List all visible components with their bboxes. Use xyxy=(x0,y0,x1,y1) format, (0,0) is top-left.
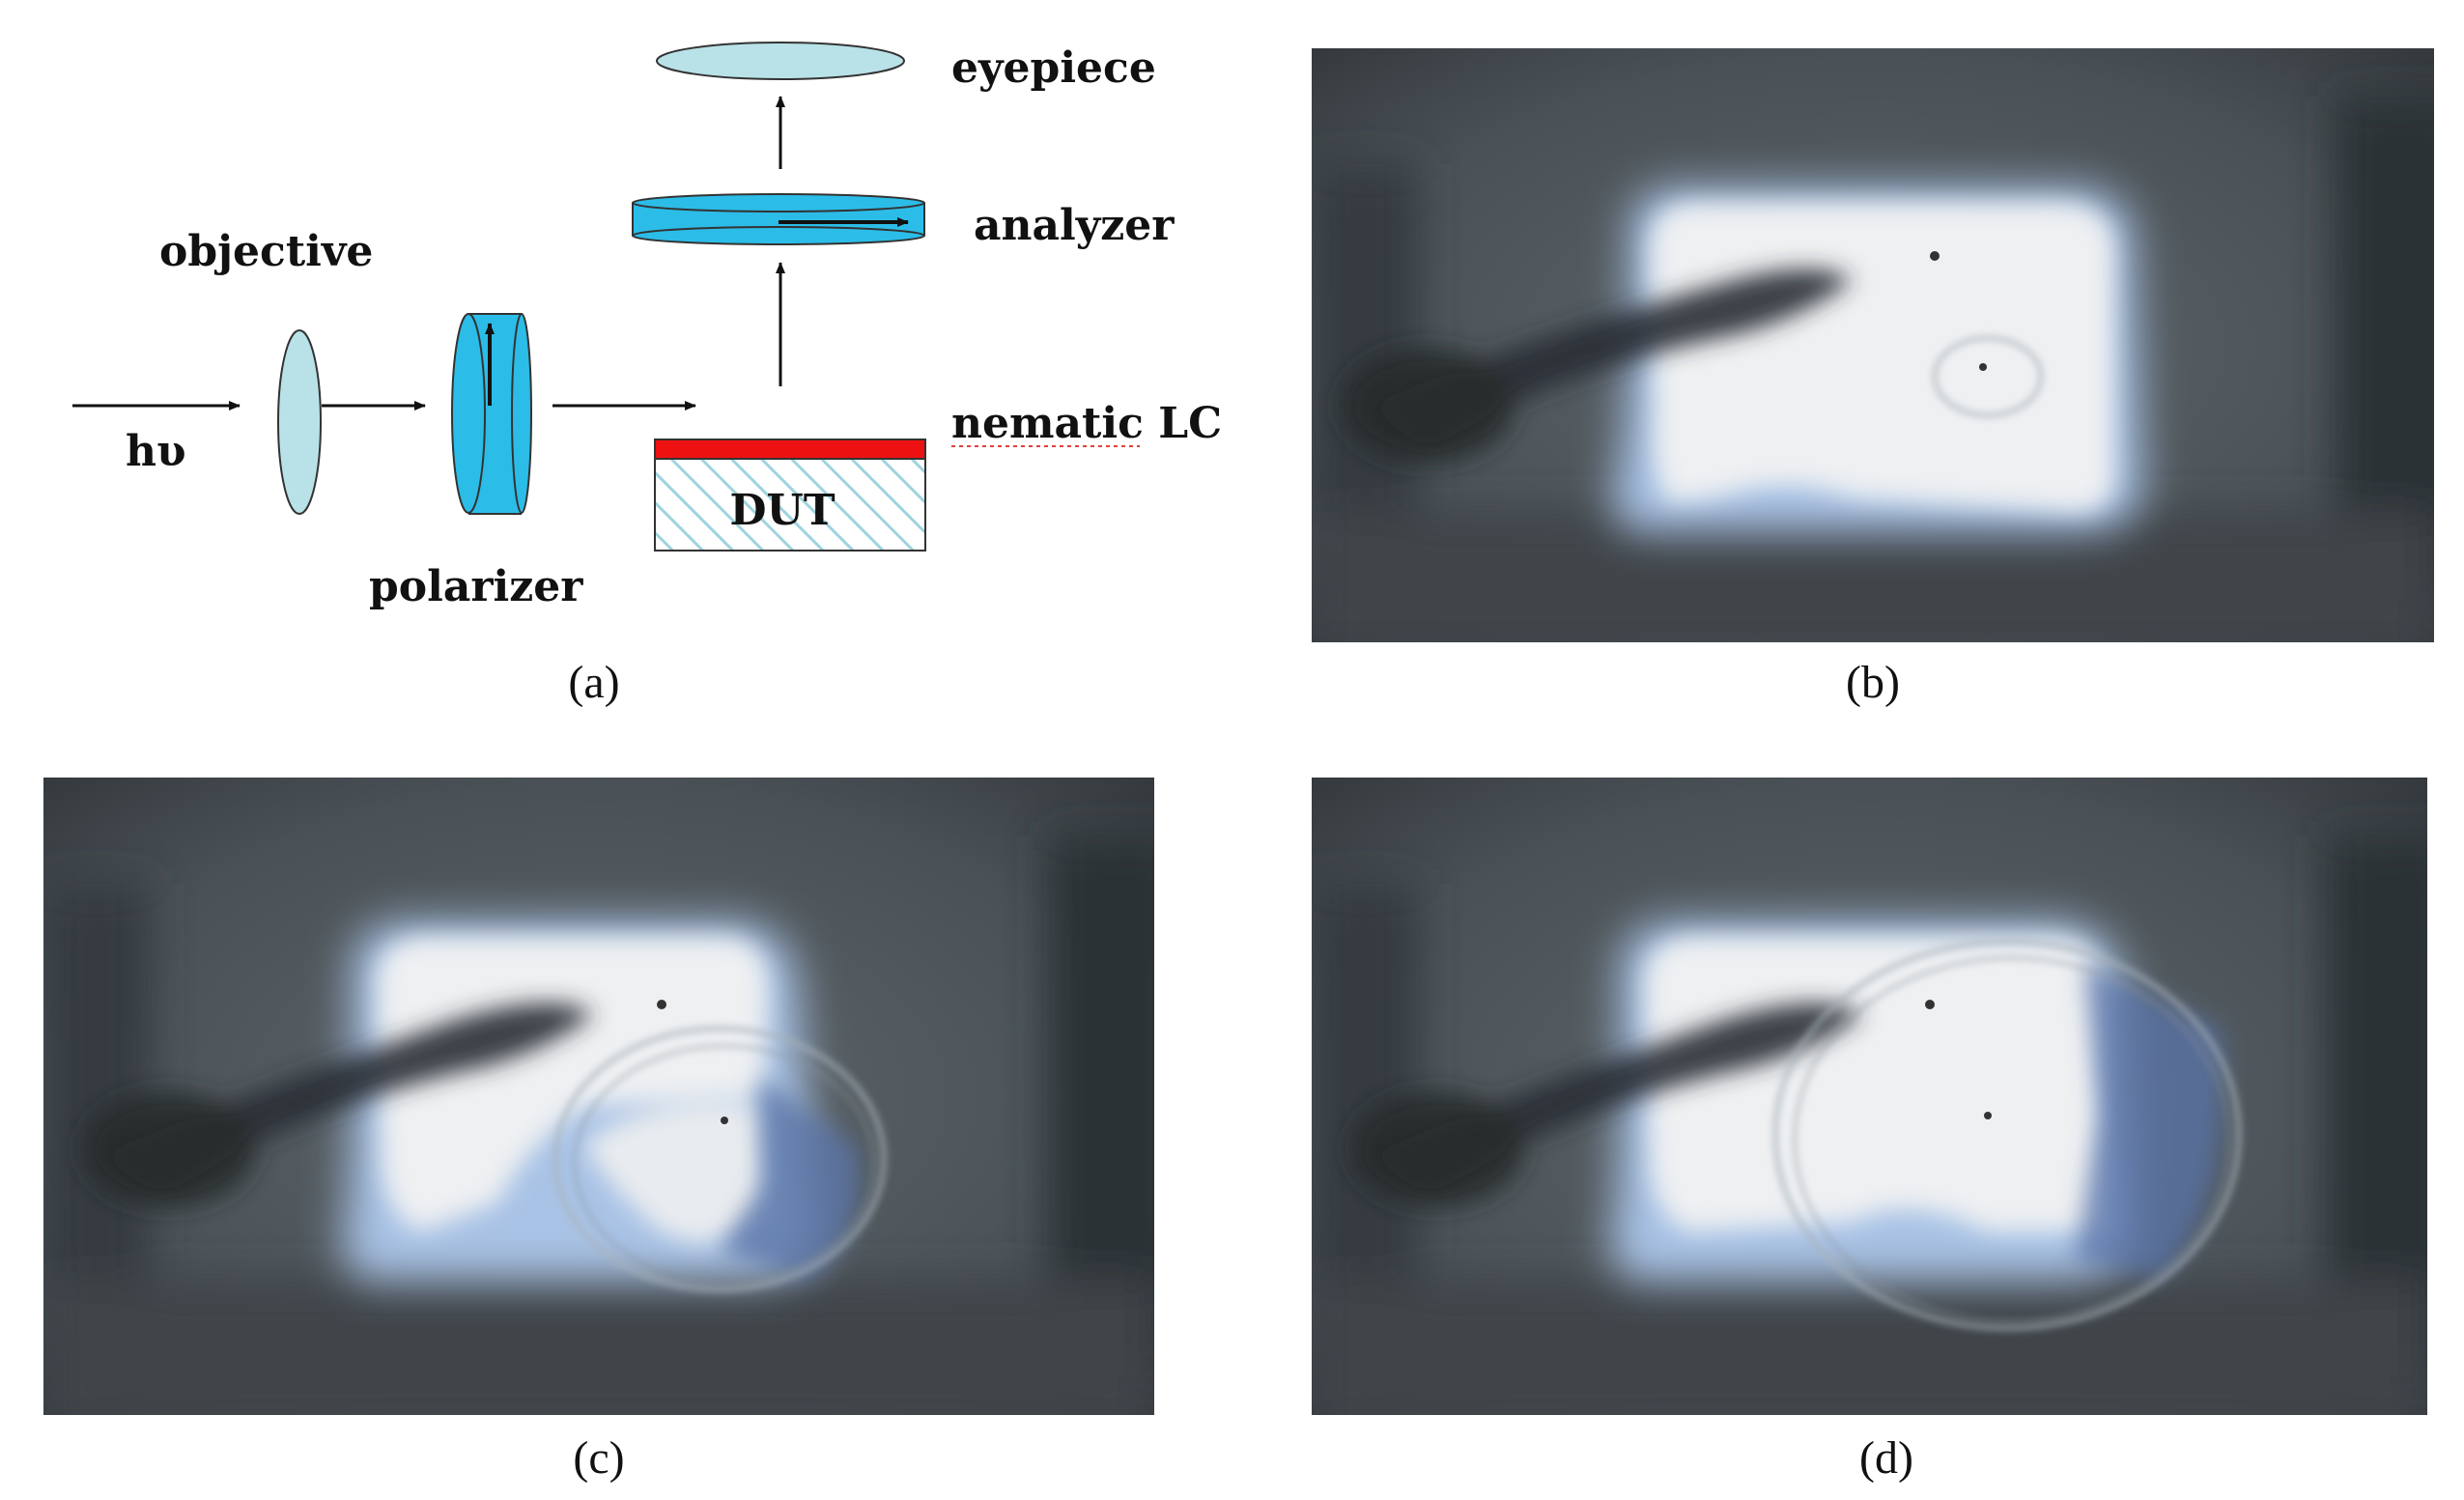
dut-block xyxy=(654,458,926,552)
droplet-ring xyxy=(1773,940,2241,1330)
polarizer-disk xyxy=(451,313,532,515)
panel-c-micrograph: (c) xyxy=(43,778,1154,1484)
nematic-lc-label: nematic LC xyxy=(951,399,1222,448)
nematic-lc-layer xyxy=(654,439,926,460)
caption-b: (b) xyxy=(1846,657,1900,708)
droplet-ring xyxy=(553,1027,886,1291)
droplet-ring xyxy=(1933,336,2043,417)
analyzer-disk xyxy=(632,193,925,245)
bright-region xyxy=(377,937,768,1243)
eyepiece-label: eyepiece xyxy=(951,43,1156,93)
dut-label: DUT xyxy=(729,486,835,535)
panel-a-schematic: DUT eyepiece analyzer objective nematic … xyxy=(72,42,1222,708)
caption-a: (a) xyxy=(568,657,619,708)
polarizer-label: polarizer xyxy=(369,562,583,611)
objective-label: objective xyxy=(159,227,373,276)
blue-shadow xyxy=(720,1077,860,1280)
objective-lens xyxy=(277,329,322,515)
h-nu-label: hυ xyxy=(126,427,186,476)
caption-d: (d) xyxy=(1859,1432,1913,1484)
dark-streak xyxy=(1341,269,1853,464)
dark-streak xyxy=(82,1003,594,1207)
bright-region xyxy=(1650,203,2113,512)
panel-b-micrograph: (b) xyxy=(1312,48,2434,708)
dark-streak xyxy=(1350,1003,1862,1207)
analyzer-label: analyzer xyxy=(974,201,1175,250)
caption-c: (c) xyxy=(573,1432,624,1484)
blue-shadow xyxy=(2075,961,2223,1280)
bright-region xyxy=(1645,937,2104,1231)
eyepiece-lens xyxy=(656,42,905,80)
panel-d-micrograph: (d) xyxy=(1312,778,2427,1484)
